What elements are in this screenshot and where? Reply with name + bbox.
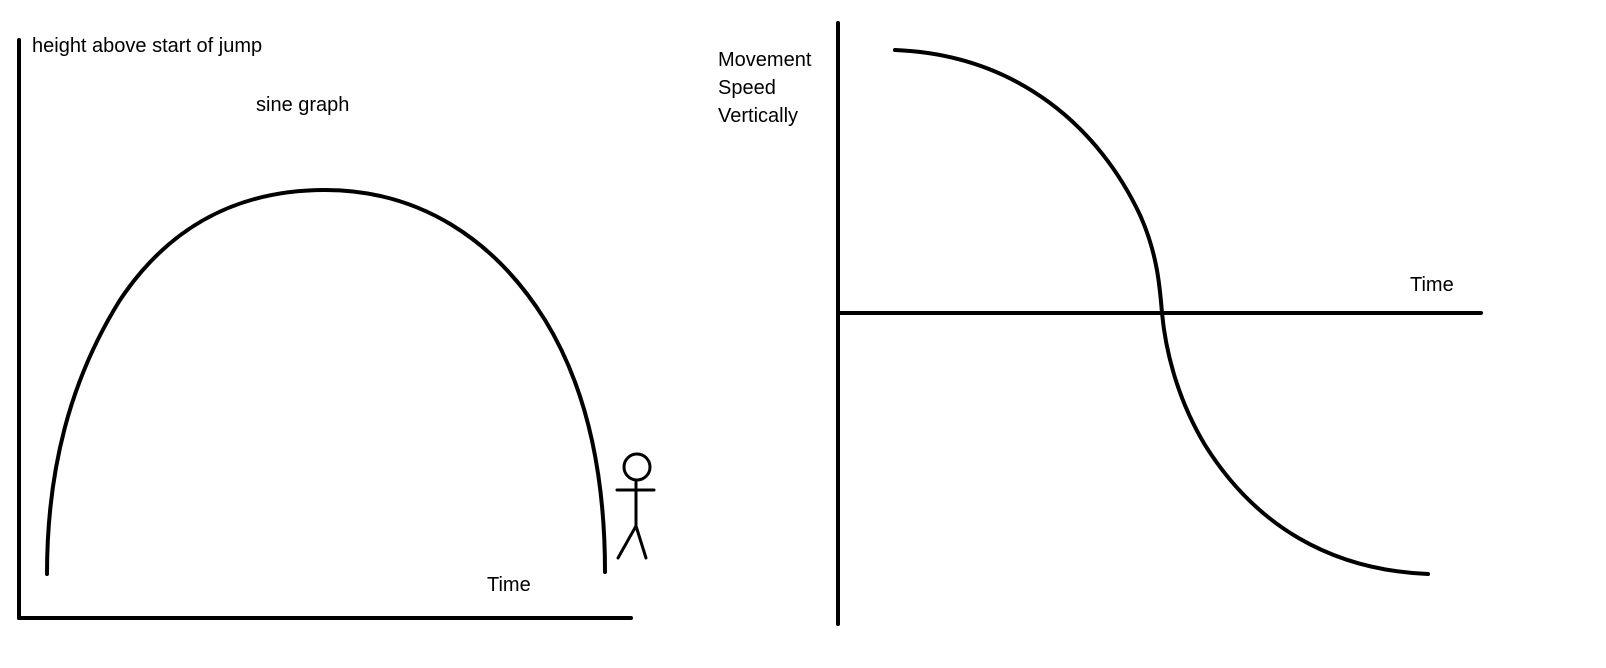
stick-figure-icon xyxy=(615,452,656,560)
right-x-axis-label: Time xyxy=(1410,274,1454,296)
vertical-speed-cosine-curve xyxy=(893,48,1430,576)
right-y-axis-label-line-2: Speed xyxy=(718,77,776,99)
right-y-axis-label-line-3: Vertically xyxy=(718,105,798,127)
sine-graph-annotation: sine graph xyxy=(256,94,349,116)
stick-figure-left-leg xyxy=(616,524,638,560)
stick-figure-head xyxy=(622,452,652,482)
right-y-axis-label-line-1: Movement xyxy=(718,49,812,71)
left-x-axis-label: Time xyxy=(487,574,531,596)
stick-figure-right-leg xyxy=(634,524,648,560)
left-y-axis-label: height above start of jump xyxy=(32,35,262,57)
height-sine-curve xyxy=(45,187,607,576)
right-graph: Movement Speed Vertically Time xyxy=(718,21,1483,626)
left-graph: height above start of jump sine graph Ti… xyxy=(17,35,633,620)
